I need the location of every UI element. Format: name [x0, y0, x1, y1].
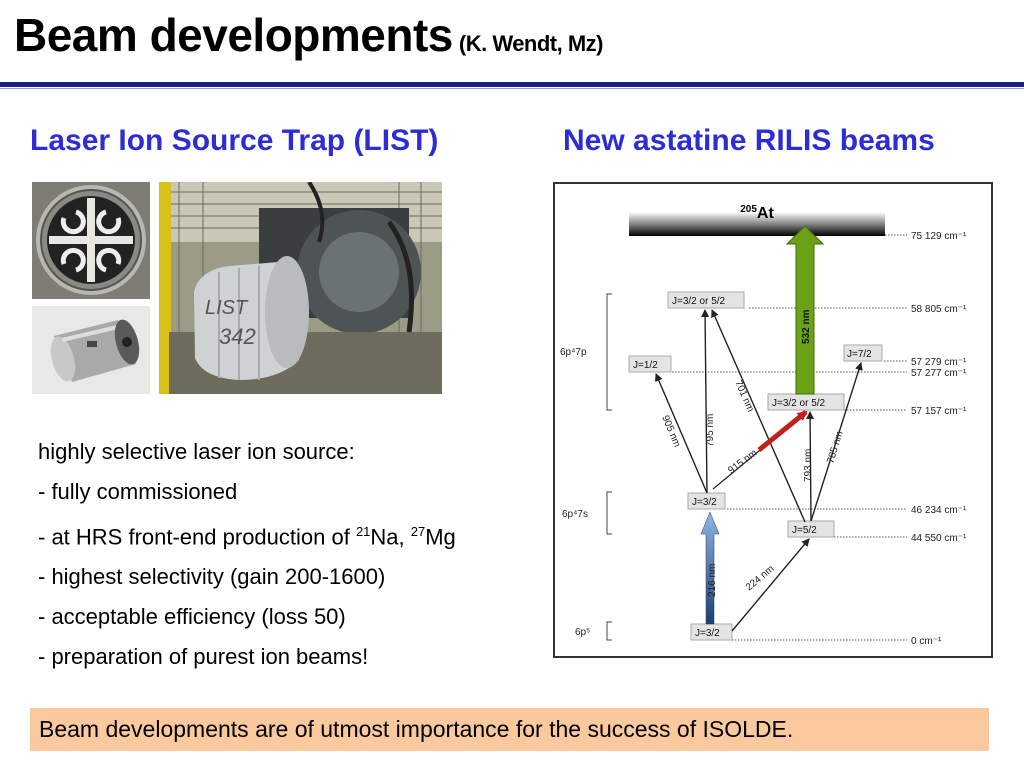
title-text: Beam developments: [14, 9, 453, 61]
level-ground: J=3/2: [695, 628, 720, 639]
config-6p47p: 6p⁴7p: [560, 347, 587, 358]
feature-list: highly selective laser ion source: - ful…: [38, 432, 456, 677]
energy-ground: 0 cm⁻¹: [911, 636, 942, 647]
transition-785nm: 785 nm: [825, 430, 845, 465]
photo-label-list: LIST: [205, 297, 249, 319]
arrow-793nm: [806, 411, 815, 522]
feature-production-prefix: - at HRS front-end production of: [38, 524, 356, 550]
transition-216nm: 216 nm: [707, 564, 718, 597]
title-divider-shadow: [0, 88, 1024, 89]
transition-224nm: 224 nm: [744, 563, 777, 593]
transition-532nm: 532 nm: [801, 309, 812, 344]
feature-production: - at HRS front-end production of 21Na, 2…: [38, 512, 456, 557]
level-57279: J=7/2: [847, 349, 872, 360]
feature-purest-beams: - preparation of purest ion beams!: [38, 644, 369, 670]
feature-efficiency: - acceptable efficiency (loss 50): [38, 604, 346, 630]
transition-905nm: 905 nm: [659, 414, 682, 449]
level-57277: J=1/2: [633, 360, 658, 371]
arrow-795nm: [701, 309, 710, 494]
transition-915nm: 915 nm: [726, 448, 759, 477]
arrow-701nm: [711, 309, 806, 523]
energy-ionization: 75 129 cm⁻¹: [911, 231, 967, 242]
photo-list-endview-image: [32, 182, 150, 299]
level-scheme-svg: 205At 75 129 cm⁻¹ 58 805 cm⁻¹ 57 279 cm⁻…: [560, 204, 967, 647]
transition-701nm: 701 nm: [732, 379, 756, 414]
arrow-905nm: [655, 373, 708, 494]
energy-57157: 57 157 cm⁻¹: [911, 406, 967, 417]
energy-58805: 58 805 cm⁻¹: [911, 304, 967, 315]
first-step-arrow: [700, 511, 720, 625]
astatine-level-scheme: 205At 75 129 cm⁻¹ 58 805 cm⁻¹ 57 279 cm⁻…: [553, 182, 993, 658]
title-divider: [0, 82, 1024, 87]
ionization-band: [629, 212, 885, 236]
ionization-arrow: [785, 225, 825, 395]
energy-57279: 57 279 cm⁻¹: [911, 357, 967, 368]
list-heading: Laser Ion Source Trap (LIST): [30, 124, 439, 157]
photo-list-cylinder-image: [32, 306, 150, 394]
ion-mass: 205: [740, 204, 757, 215]
photo-list-frontend-image: LIST 342: [159, 182, 442, 394]
level-58805: J=3/2 or 5/2: [672, 296, 726, 307]
slide-title: Beam developments(K. Wendt, Mz): [14, 8, 604, 62]
feature-commissioned: - fully commissioned: [38, 479, 238, 504]
level-46234: J=3/2: [692, 497, 717, 508]
photo-list-frontend: LIST 342: [159, 182, 442, 394]
energy-57277: 57 277 cm⁻¹: [911, 368, 967, 379]
mg-element: Mg: [425, 524, 456, 550]
energy-46234: 46 234 cm⁻¹: [911, 505, 967, 516]
conclusion-banner: Beam developments are of utmost importan…: [30, 708, 989, 751]
title-authors: (K. Wendt, Mz): [458, 31, 604, 56]
ion-symbol: At: [757, 205, 775, 222]
rilis-heading: New astatine RILIS beams: [563, 124, 935, 157]
ion-label: 205At: [740, 204, 774, 222]
level-44550: J=5/2: [792, 525, 817, 536]
energy-44550: 44 550 cm⁻¹: [911, 533, 967, 544]
na-mass-number: 21: [355, 524, 371, 539]
config-6p47s: 6p⁴7s: [562, 509, 588, 520]
photo-label-number: 342: [219, 324, 256, 349]
level-57157: J=3/2 or 5/2: [772, 398, 826, 409]
arrow-224nm: [731, 538, 810, 632]
arrow-915nm: [757, 410, 808, 452]
transition-793nm: 793 nm: [803, 449, 814, 482]
arrow-785nm: [810, 362, 863, 522]
feature-selectivity: - highest selectivity (gain 200-1600): [38, 564, 386, 590]
na-element: Na,: [370, 524, 411, 550]
mg-mass-number: 27: [410, 524, 426, 539]
transition-795nm: 795 nm: [705, 414, 716, 447]
photo-list-cylinder: [32, 306, 150, 394]
photo-list-endview: [32, 182, 150, 299]
feature-intro: highly selective laser ion source:: [38, 439, 355, 464]
config-6p5: 6p⁵: [575, 627, 590, 638]
